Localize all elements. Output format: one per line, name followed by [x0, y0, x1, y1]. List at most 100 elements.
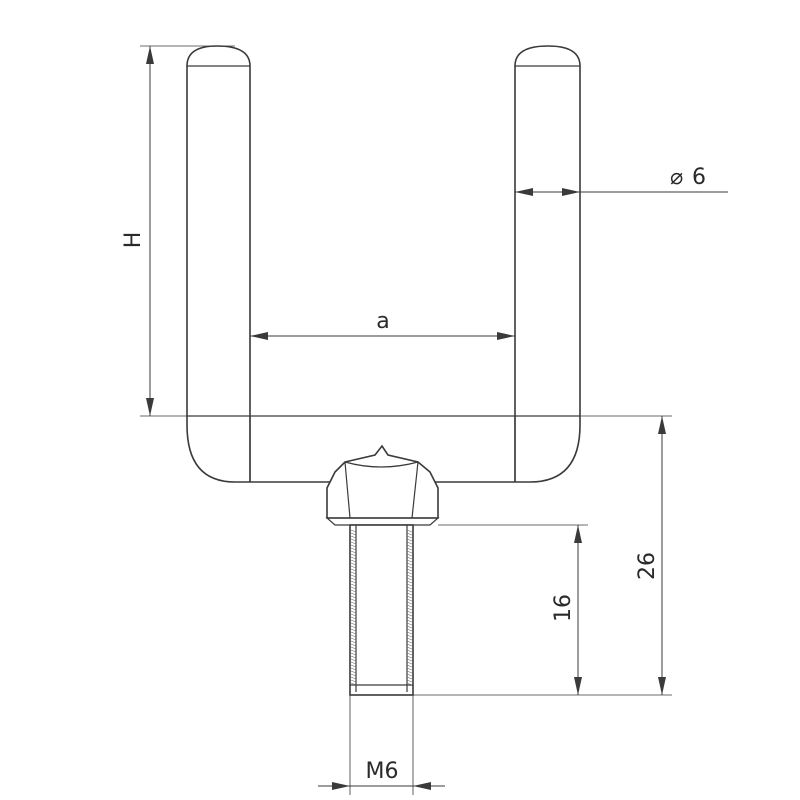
thread-hatch-line	[406, 586, 413, 590]
thread-hatch-line	[406, 670, 413, 674]
dimension-a: a	[250, 309, 515, 340]
thread-hatch-line	[406, 676, 413, 680]
thread-hatch-line	[406, 634, 413, 638]
thread-hatch-line	[406, 535, 413, 539]
thread-hatch-line	[406, 574, 413, 578]
thread-hatch-line	[350, 655, 357, 659]
thread-hatch-line	[350, 652, 357, 656]
thread-hatch-line	[350, 571, 357, 575]
height-label: H	[121, 232, 146, 249]
diameter-value: 6	[692, 165, 706, 190]
thread-hatch-line	[350, 547, 357, 551]
thread-hatch-line	[406, 679, 413, 683]
a-arrow-left	[250, 332, 268, 340]
thread-hatch-line	[406, 598, 413, 602]
thread-hatch-line	[350, 637, 357, 641]
collar-facet-right	[411, 461, 419, 519]
dimension-m6: M6	[318, 695, 445, 795]
thread-hatch-line	[406, 643, 413, 647]
thread-hatch-line	[350, 544, 357, 548]
thread-hatch-line	[350, 619, 357, 623]
diameter-arrow-right	[562, 188, 580, 196]
thread-hatch-line	[406, 619, 413, 623]
thread-hatch-line	[406, 673, 413, 677]
threaded-stud	[349, 524, 414, 696]
thread-hatch-line	[406, 565, 413, 569]
thread-hatch-line	[350, 550, 357, 554]
thread-hatch-line	[350, 610, 357, 614]
thread-hatch-line	[406, 649, 413, 653]
thread-hatch-line	[406, 553, 413, 557]
thread-hatch-line	[350, 607, 357, 611]
thread-hatch-line	[350, 574, 357, 578]
collar-outline	[326, 444, 439, 519]
thread-hatch-line	[406, 640, 413, 644]
thread-hatch-line	[350, 634, 357, 638]
thread-hatch-line	[406, 544, 413, 548]
thread-hatch-line	[406, 661, 413, 665]
thread-hatch-line	[406, 664, 413, 668]
thread-hatch-line	[350, 583, 357, 587]
thread-hatch-line	[406, 658, 413, 662]
thread-hatch-line	[406, 556, 413, 560]
thread-hatch-line	[406, 637, 413, 641]
thread-hatch-line	[406, 532, 413, 536]
thread-hatch-line	[350, 682, 357, 686]
thread-hatching	[350, 529, 413, 686]
thread-hatch-line	[350, 628, 357, 632]
thread-hatch-line	[406, 568, 413, 572]
hex-collar	[325, 444, 440, 526]
thread-hatch-line	[406, 547, 413, 551]
thread-hatch-line	[350, 529, 357, 533]
thread-hatch-line	[350, 538, 357, 542]
thread-hatch-line	[406, 616, 413, 620]
thread-hatch-line	[350, 646, 357, 650]
thread-hatch-line	[350, 643, 357, 647]
thread-hatch-line	[406, 595, 413, 599]
d16-arrow-top	[574, 525, 582, 543]
thread-hatch-line	[350, 562, 357, 566]
thread-hatch-line	[350, 601, 357, 605]
thread-hatch-line	[406, 625, 413, 629]
thread-hatch-line	[406, 655, 413, 659]
thread-hatch-line	[350, 592, 357, 596]
thread-hatch-line	[350, 622, 357, 626]
m6-arrow-left	[332, 782, 350, 790]
thread-hatch-line	[350, 532, 357, 536]
diameter-symbol: ⌀	[670, 165, 683, 190]
thread-hatch-line	[350, 625, 357, 629]
thread-hatch-line	[406, 577, 413, 581]
thread-hatch-line	[350, 673, 357, 677]
thread-hatch-line	[406, 529, 413, 533]
thread-hatch-line	[406, 604, 413, 608]
thread-hatch-line	[350, 556, 357, 560]
thread-hatch-line	[406, 592, 413, 596]
thread-hatch-line	[350, 631, 357, 635]
thread-length-label: 16	[551, 594, 576, 622]
thread-hatch-line	[350, 580, 357, 584]
thread-hatch-line	[350, 559, 357, 563]
d26-arrow-top	[658, 416, 666, 434]
thread-hatch-line	[350, 661, 357, 665]
thread-hatch-line	[406, 589, 413, 593]
thread-hatch-line	[350, 577, 357, 581]
thread-size-label: M6	[366, 759, 399, 784]
thread-hatch-line	[350, 541, 357, 545]
thread-hatch-line	[350, 664, 357, 668]
d16-arrow-bottom	[574, 677, 582, 695]
thread-hatch-line	[406, 646, 413, 650]
thread-hatch-line	[350, 598, 357, 602]
thread-hatch-line	[406, 628, 413, 632]
thread-hatch-line	[350, 649, 357, 653]
dimension-diameter: ⌀ 6	[515, 165, 728, 196]
thread-hatch-line	[350, 616, 357, 620]
fork-body	[186, 45, 581, 483]
thread-hatch-line	[350, 586, 357, 590]
thread-hatch-line	[350, 568, 357, 572]
overall-length-label: 26	[635, 552, 660, 580]
width-label: a	[376, 309, 389, 334]
thread-hatch-line	[406, 613, 413, 617]
thread-hatch-line	[406, 550, 413, 554]
